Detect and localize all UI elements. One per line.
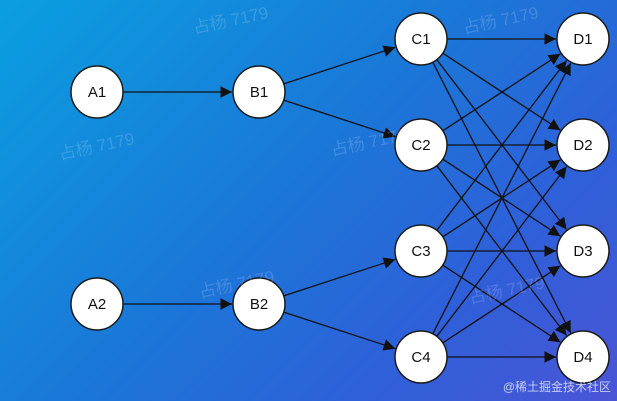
node-label: D3 [573, 243, 592, 260]
edge-b1-to-c1 [283, 45, 396, 85]
edge-c4-to-d2 [436, 166, 568, 337]
node-a1: A1 [70, 65, 124, 119]
node-circle [556, 12, 610, 66]
node-circle [556, 330, 610, 384]
node-label: B1 [250, 84, 268, 101]
edges-layer [123, 33, 572, 363]
node-b1: B1 [232, 65, 286, 119]
node-c1: C1 [394, 12, 448, 66]
node-circle [556, 224, 610, 278]
node-circle [232, 65, 286, 119]
node-b2: B2 [232, 277, 286, 331]
node-d4: D4 [556, 330, 610, 384]
node-circle [556, 118, 610, 172]
node-a2: A2 [70, 277, 124, 331]
node-label: D2 [573, 137, 592, 154]
node-circle [394, 12, 448, 66]
node-label: C3 [411, 243, 430, 260]
edge-c2-to-d1 [442, 53, 561, 132]
edge-b1-to-c2 [283, 99, 396, 139]
node-label: D1 [573, 31, 592, 48]
node-label: D4 [573, 349, 592, 366]
node-circle [232, 277, 286, 331]
node-circle [70, 277, 124, 331]
node-circle [394, 224, 448, 278]
edge-c3-to-d1 [436, 60, 568, 231]
node-d1: D1 [556, 12, 610, 66]
node-label: C2 [411, 137, 430, 154]
node-c3: C3 [394, 224, 448, 278]
node-d2: D2 [556, 118, 610, 172]
source-credit: @稀土掘金技术社区 [502, 380, 611, 394]
node-c4: C4 [394, 330, 448, 384]
edge-b2-to-c4 [283, 311, 396, 351]
edge-c4-to-d3 [442, 265, 561, 344]
node-label: A1 [88, 84, 106, 101]
node-label: A2 [88, 296, 106, 313]
edge-b2-to-c3 [283, 257, 396, 297]
node-circle [394, 330, 448, 384]
node-circle [70, 65, 124, 119]
node-label: C1 [411, 31, 430, 48]
node-label: B2 [250, 296, 268, 313]
node-label: C4 [411, 349, 430, 366]
node-c2: C2 [394, 118, 448, 172]
edge-c4-to-d1 [432, 62, 572, 335]
node-d3: D3 [556, 224, 610, 278]
node-circle [394, 118, 448, 172]
